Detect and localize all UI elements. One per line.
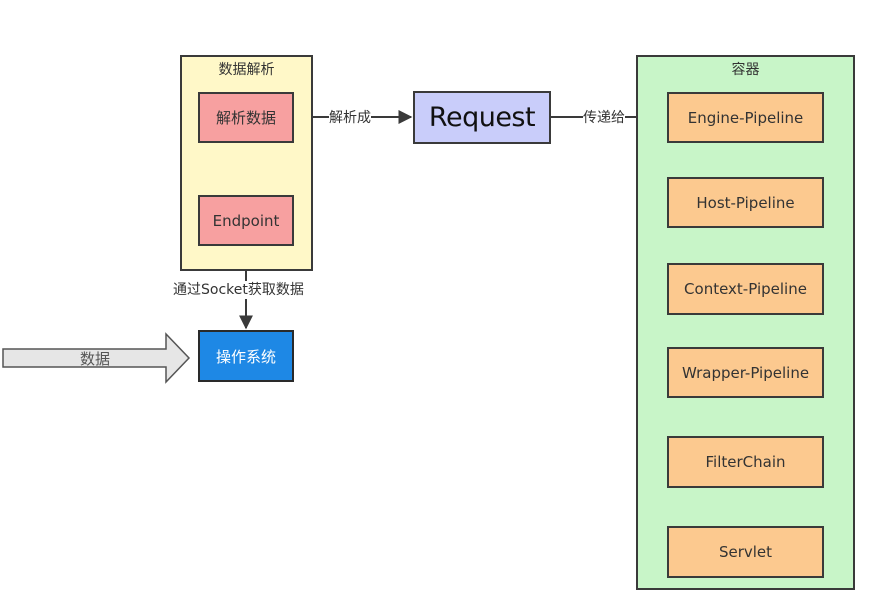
context-pipeline-node: Context-Pipeline bbox=[667, 263, 824, 315]
engine-pipeline-label: Engine-Pipeline bbox=[687, 108, 804, 127]
edge-label-via-socket: 通过Socket获取数据 bbox=[173, 281, 304, 299]
os-label: 操作系统 bbox=[215, 347, 276, 366]
parse-data-node: 解析数据 bbox=[198, 92, 294, 143]
servlet-label: Servlet bbox=[718, 543, 773, 561]
servlet-node: Servlet bbox=[667, 526, 824, 578]
container-group-title: 容器 bbox=[731, 62, 760, 78]
data-input-label: 数据 bbox=[80, 350, 111, 368]
request-node: Request bbox=[413, 91, 551, 144]
edge-label-parse-to: 解析成 bbox=[329, 109, 371, 127]
host-pipeline-node: Host-Pipeline bbox=[667, 177, 824, 228]
data-parse-group-title: 数据解析 bbox=[218, 62, 275, 78]
wrapper-pipeline-label: Wrapper-Pipeline bbox=[681, 363, 810, 382]
edge-label-pass-to: 传递给 bbox=[583, 109, 625, 127]
parse-data-label: 解析数据 bbox=[215, 109, 276, 127]
context-pipeline-label: Context-Pipeline bbox=[684, 280, 807, 298]
data-input-arrow bbox=[2, 332, 191, 384]
host-pipeline-label: Host-Pipeline bbox=[696, 193, 795, 212]
endpoint-node: Endpoint bbox=[198, 195, 294, 246]
endpoint-label: Endpoint bbox=[212, 211, 280, 230]
request-label: Request bbox=[428, 102, 536, 133]
engine-pipeline-node: Engine-Pipeline bbox=[667, 92, 824, 143]
filterchain-node: FilterChain bbox=[667, 436, 824, 488]
container-group: 容器 bbox=[636, 55, 855, 590]
os-node: 操作系统 bbox=[198, 330, 294, 382]
wrapper-pipeline-node: Wrapper-Pipeline bbox=[667, 347, 824, 398]
filterchain-label: FilterChain bbox=[705, 453, 786, 471]
